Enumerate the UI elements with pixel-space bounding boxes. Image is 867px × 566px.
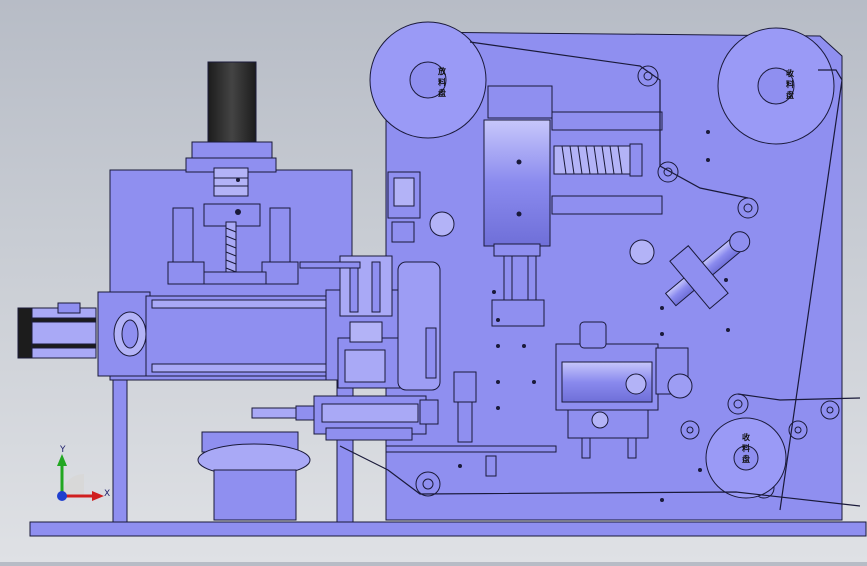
reel-right-label: 收料盘 xyxy=(786,68,794,100)
tape-path xyxy=(469,41,749,199)
base-plate xyxy=(29,521,867,537)
z-axis-dot xyxy=(57,491,67,501)
vertical-cylinder xyxy=(483,119,551,247)
rotary-base xyxy=(213,469,297,521)
axis-triad: Y X xyxy=(57,445,110,501)
small-cylinder xyxy=(251,407,297,419)
reel-left-label: 放料盘 xyxy=(437,66,447,98)
x-axis-label: X xyxy=(104,489,110,499)
linear-module-body xyxy=(145,295,333,377)
reel-lower-label: 收料盘 xyxy=(742,432,750,464)
y-axis-label: Y xyxy=(59,445,66,455)
lower-bracket xyxy=(385,445,557,453)
top-motor-flange xyxy=(191,141,273,161)
top-motor-body xyxy=(207,61,257,143)
screw-column-left xyxy=(172,207,194,269)
screw-carriage-left xyxy=(167,261,205,285)
screw-column-right xyxy=(269,207,291,269)
left-leg xyxy=(112,379,128,523)
screw-nut xyxy=(203,271,267,285)
coupling xyxy=(213,167,249,197)
screw-carriage-right xyxy=(261,261,299,285)
horizontal-rail xyxy=(551,111,663,131)
